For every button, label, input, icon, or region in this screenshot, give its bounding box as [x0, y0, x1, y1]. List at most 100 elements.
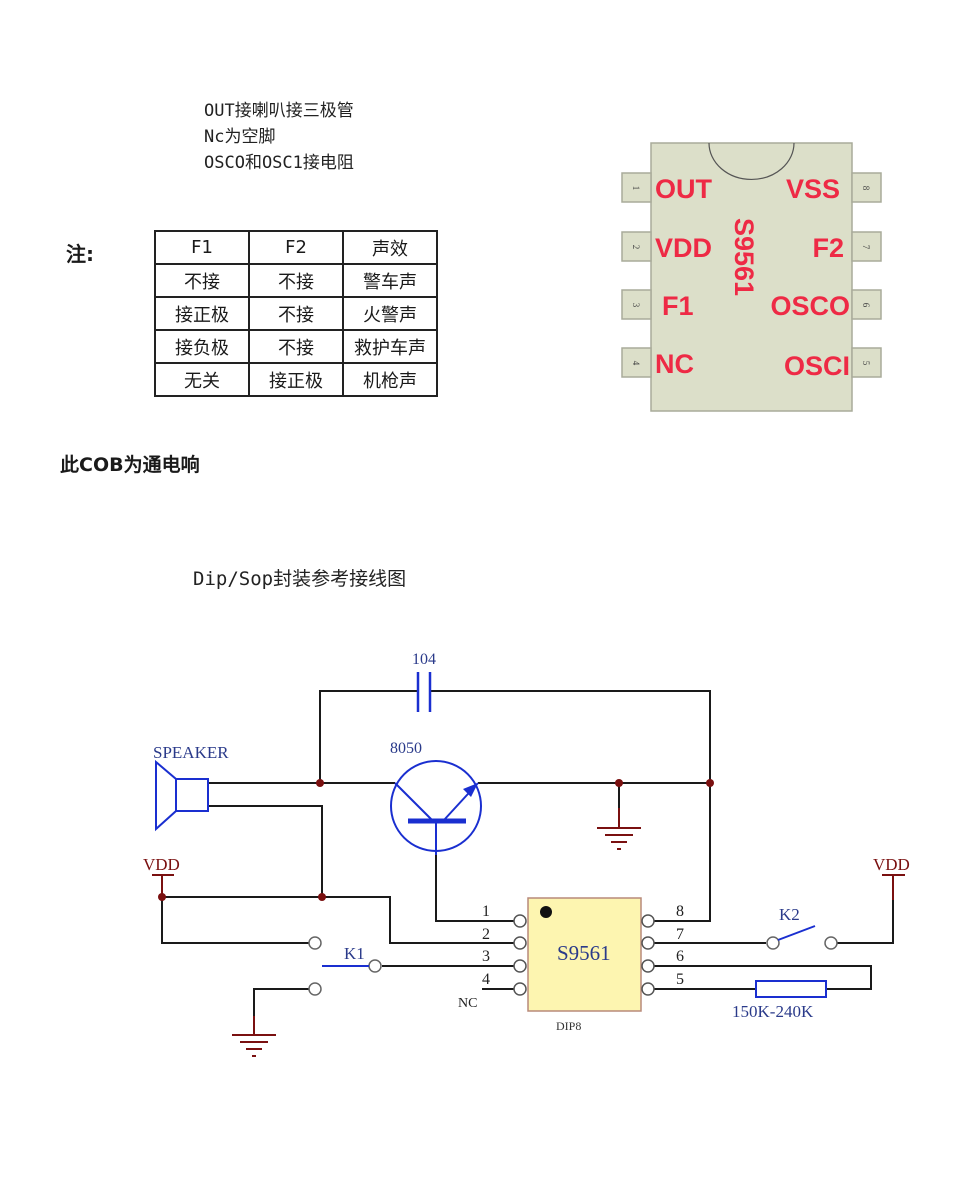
- table-row: 不接 不接 警车声: [154, 263, 438, 298]
- header-cell: F2: [248, 230, 344, 265]
- transistor-8050: [390, 760, 482, 855]
- header-cell: F1: [154, 230, 250, 265]
- capacitor-label: 104: [412, 651, 436, 668]
- pin-stub-5: [851, 347, 882, 378]
- wire: [650, 965, 872, 990]
- pin-number-label: 3: [482, 948, 490, 965]
- pin-label-nc: NC: [655, 349, 694, 379]
- pin-number: 4: [631, 361, 641, 366]
- resistor: [755, 980, 827, 998]
- pin-stub-3: [621, 289, 652, 320]
- pin-stub-2: [621, 231, 652, 262]
- ground-icon: [597, 808, 641, 850]
- table-cell: 不接: [154, 263, 250, 298]
- chip-pinout-diagram: 1 2 3 4 8 7 6 5 OUT VDD F1 NC VSS F2 OSC…: [621, 142, 882, 412]
- pin-stub-1: [621, 172, 652, 203]
- table-cell: 机枪声: [342, 362, 438, 397]
- resistor-label: 150K-240K: [732, 1002, 814, 1021]
- pin-notes: OUT接喇叭接三极管 Nc为空脚 OSCO和OSC1接电阻: [204, 98, 354, 176]
- pin-number: 5: [861, 361, 871, 366]
- table-cell: 警车声: [342, 263, 438, 298]
- wire: [208, 805, 323, 897]
- pin-label-out: OUT: [655, 174, 713, 204]
- pin-number: 3: [631, 303, 641, 308]
- table-cell: 救护车声: [342, 329, 438, 364]
- pin-number-label: 1: [482, 903, 490, 920]
- pin-number: 6: [861, 303, 871, 308]
- table-row: 无关 接正极 机枪声: [154, 362, 438, 397]
- speaker-label: SPEAKER: [153, 743, 229, 762]
- table-cell: 接负极: [154, 329, 250, 364]
- wire: [161, 897, 310, 944]
- k2-label: K2: [779, 905, 800, 924]
- speaker-icon: [155, 759, 209, 832]
- package-label: DIP8: [556, 1019, 581, 1033]
- pin-number-label: 6: [676, 948, 684, 965]
- chip-body: [650, 142, 853, 412]
- pin-number-label: 5: [676, 971, 684, 988]
- wire: [162, 896, 514, 944]
- pin1-marker: [540, 906, 552, 918]
- pin-number: 2: [631, 245, 641, 250]
- header-cell: 声效: [342, 230, 438, 265]
- table-cell: 接正极: [154, 296, 250, 331]
- pin-number: 8: [861, 186, 871, 191]
- vdd-symbol: [152, 874, 174, 897]
- ground-icon: [232, 1016, 276, 1057]
- pin-label-vdd: VDD: [655, 233, 712, 263]
- junction-dot: [615, 779, 623, 787]
- pin-label-f1: F1: [662, 291, 694, 321]
- dip-pin: [513, 914, 527, 928]
- junction-dot: [158, 893, 166, 901]
- pin-number-label: 4: [482, 971, 490, 988]
- wire: [834, 900, 894, 944]
- k1-label: K1: [344, 944, 365, 963]
- table-cell: 不接: [248, 296, 344, 331]
- note-line: OSCO和OSC1接电阻: [204, 153, 354, 173]
- vdd-label-left: VDD: [143, 855, 180, 874]
- sound-effect-table: F1 F2 声效 不接 不接 警车声 接正极 不接 火警声 接负极 不接 救护车…: [154, 230, 438, 397]
- wire: [435, 855, 514, 922]
- table-cell: 不接: [248, 263, 344, 298]
- table-cell: 接正极: [248, 362, 344, 397]
- chip-name: S9561: [729, 218, 759, 296]
- note-line: OUT接喇叭接三极管: [204, 101, 354, 121]
- pin-number-label: 7: [676, 926, 684, 943]
- pin-stub-6: [851, 289, 882, 320]
- table-cell: 无关: [154, 362, 250, 397]
- pin-stub-4: [621, 347, 652, 378]
- switch-k1: [308, 936, 382, 996]
- junction-dot: [318, 893, 326, 901]
- pin-number-label: 2: [482, 926, 490, 943]
- transistor-label: 8050: [390, 740, 422, 757]
- pin-number: 1: [631, 186, 641, 191]
- dip-pin: [641, 914, 655, 928]
- schematic-title: Dip/Sop封装参考接线图: [193, 568, 407, 590]
- table-label: 注:: [66, 242, 94, 266]
- nc-label: NC: [458, 996, 477, 1011]
- vdd-label-right: VDD: [873, 855, 910, 874]
- dip-pin: [513, 936, 527, 950]
- table-cell: 火警声: [342, 296, 438, 331]
- table-header-row: F1 F2 声效: [154, 230, 438, 265]
- table-row: 接正极 不接 火警声: [154, 296, 438, 331]
- pin-label-vss: VSS: [786, 174, 840, 204]
- pin-label-osci: OSCI: [784, 351, 850, 381]
- capacitor-104: [416, 672, 432, 712]
- pin-number: 7: [861, 245, 871, 250]
- junction-dot: [316, 779, 324, 787]
- chip-notch: [708, 142, 795, 180]
- dip-chip-label: S9561: [557, 941, 611, 965]
- table-row: 接负极 不接 救护车声: [154, 329, 438, 364]
- cob-note: 此COB为通电响: [60, 454, 200, 476]
- dip-pin: [641, 982, 655, 996]
- dip-pin: [641, 936, 655, 950]
- junction-dot: [706, 779, 714, 787]
- pin-label-osco: OSCO: [770, 291, 850, 321]
- switch-k2: [766, 925, 838, 950]
- note-line: Nc为空脚: [204, 127, 276, 147]
- vdd-symbol: [882, 874, 905, 900]
- pin-label-f2: F2: [812, 233, 844, 263]
- wire: [253, 988, 310, 1016]
- wire: [430, 690, 711, 922]
